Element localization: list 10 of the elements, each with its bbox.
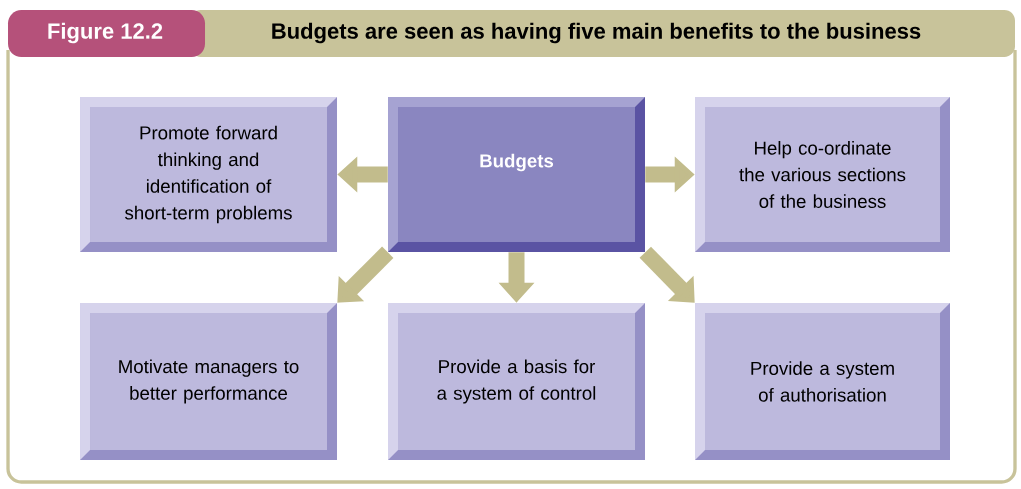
arrow: [337, 246, 394, 303]
title-band: Budgets are seen as having five main benefits to the business: [190, 10, 1015, 57]
budget-box: Budgets: [388, 97, 645, 252]
benefit-box: Promote forward thinking and identification of short-term problems: [80, 97, 337, 252]
benefit-box: Help co-ordinate the various sections of the business: [695, 97, 950, 252]
arrow: [639, 246, 695, 303]
benefit-box: Motivate managers to better performance: [80, 303, 337, 460]
figure-tab: Figure 12.2: [8, 10, 205, 57]
benefit-box: Provide a basis for a system of control: [388, 303, 645, 460]
benefit-box: Provide a system of authorisation: [695, 303, 950, 460]
